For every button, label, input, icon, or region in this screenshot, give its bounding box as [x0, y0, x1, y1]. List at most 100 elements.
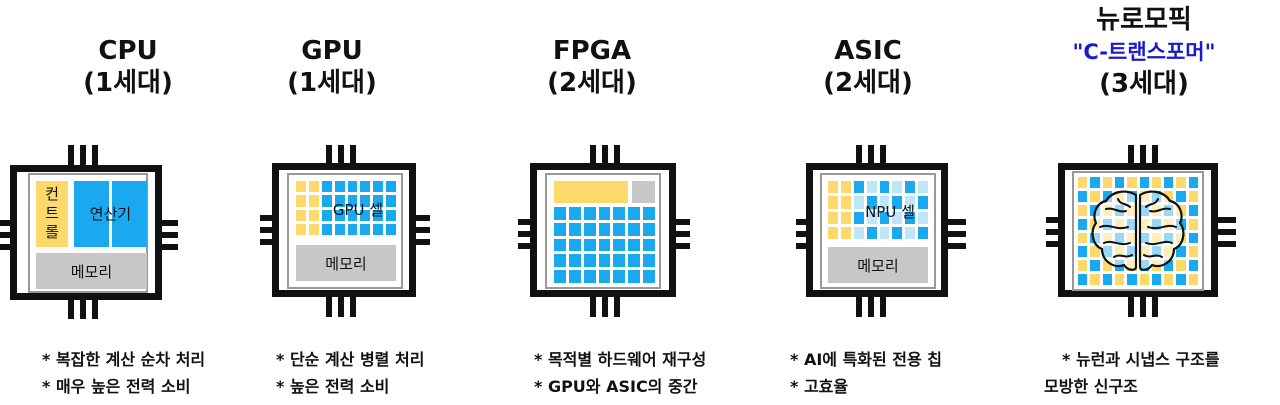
chip-pin: [80, 145, 86, 167]
chip-pin: [1128, 295, 1134, 317]
fpga-description: * 목적별 하드웨어 재구성 * GPU와 ASIC의 중간: [534, 350, 707, 396]
chip-pin: [518, 219, 532, 225]
neuromorphic-chip: [1046, 145, 1236, 320]
gpu-title: GPU (1세대): [287, 36, 377, 98]
chip-pin: [160, 244, 178, 250]
asic-chip: NPU 셀 메모리: [796, 145, 968, 320]
gpu-cell-label: GPU 셀: [332, 201, 384, 219]
alu-block: [112, 181, 147, 247]
alu-label: 연산기: [89, 205, 132, 223]
control-label: 컨 트 롤: [45, 185, 59, 241]
gpu-cell-grid: [296, 181, 396, 235]
chip-pin: [260, 215, 274, 221]
chip-pin: [518, 231, 532, 237]
column-gpu: GPU (1세대) GPU 셀 메모리 * 단순 계산 병렬 처리 * 높은 전…: [256, 0, 512, 405]
chip-pin: [1216, 241, 1236, 247]
chip-pin: [0, 220, 12, 226]
chip-pin: [1152, 295, 1158, 317]
c-transformer-label: "C-트랜스포머": [1072, 40, 1216, 64]
chip-pin: [68, 145, 74, 167]
fpga-cell-grid: [554, 207, 655, 283]
column-fpga: FPGA (2세대) * 목적별 하드웨어 재구성 * GPU와 ASIC의 중…: [512, 0, 768, 405]
chip-pin: [68, 297, 74, 319]
chip-pin: [614, 295, 620, 317]
chip-pin: [260, 239, 274, 245]
asic-description: * AI에 특화된 전용 칩 * 고효율: [790, 350, 943, 396]
chip-pin: [946, 243, 966, 249]
chip-pin: [1216, 229, 1236, 235]
chip-pin: [1140, 295, 1146, 317]
cpu-title: CPU (1세대): [83, 36, 173, 98]
io-block: [632, 181, 655, 203]
memory-label: 메모리: [857, 257, 899, 275]
fpga-chip: [518, 145, 690, 320]
chip-pin: [856, 295, 862, 317]
chip-pin: [590, 295, 596, 317]
chip-pin: [326, 295, 332, 317]
chip-pin: [602, 145, 608, 167]
chip-pin: [1128, 145, 1134, 167]
memory-block: [36, 253, 147, 289]
column-neuromorphic: 뉴로모픽 "C-트랜스포머" (3세대): [1024, 0, 1280, 405]
chip-pin: [1046, 229, 1060, 235]
column-cpu: CPU (1세대) 컨 트 롤 연산기 메모리 * 복잡한 계산 순차 처리 *…: [0, 0, 256, 405]
chip-pin: [92, 297, 98, 319]
chip-pin: [350, 145, 356, 167]
chip-pin: [796, 243, 810, 249]
control-unit: [36, 181, 68, 247]
memory-block: [828, 247, 928, 283]
memory-label: 메모리: [325, 255, 367, 273]
chip-pin: [946, 231, 966, 237]
chip-pin: [0, 232, 12, 238]
neuromorphic-description: * 뉴런과 시냅스 구조를 모방한 신구조: [1044, 350, 1220, 396]
gpu-chip: GPU 셀 메모리: [260, 145, 430, 320]
gpu-description: * 단순 계산 병렬 처리 * 높은 전력 소비: [276, 350, 425, 396]
chip-pin: [518, 243, 532, 249]
chip-pin: [868, 145, 874, 167]
chip-pin: [0, 244, 12, 250]
chip-pin: [880, 145, 886, 167]
chip-pin: [602, 295, 608, 317]
column-asic: ASIC (2세대) NPU 셀 메모리 * AI에 특화된 전용 칩 * 고효…: [768, 0, 1024, 405]
npu-cell-label: NPU 셀: [865, 203, 915, 221]
chip-pin: [856, 145, 862, 167]
chip-pin: [590, 145, 596, 167]
chip-pin: [80, 297, 86, 319]
npu-cell-grid: [828, 181, 928, 239]
cpu-chip: 컨 트 롤 연산기 메모리: [0, 145, 180, 320]
chip-pin: [1216, 217, 1236, 223]
chip-pin: [880, 295, 886, 317]
chip-pin: [1152, 145, 1158, 167]
chip-pin: [414, 227, 430, 233]
chip-pin: [414, 239, 430, 245]
chip-pin: [868, 295, 874, 317]
chip-pin: [160, 232, 178, 238]
chip-pin: [338, 295, 344, 317]
alu-block: [74, 181, 109, 247]
chip-pin: [160, 220, 178, 226]
logic-block: [554, 181, 628, 203]
chip-pin: [674, 219, 690, 225]
chip-pin: [674, 243, 690, 249]
chip-pin: [796, 231, 810, 237]
memory-block: [296, 245, 396, 281]
chip-pin: [1046, 217, 1060, 223]
fpga-title: FPGA (2세대): [547, 36, 637, 98]
chip-pin: [92, 145, 98, 167]
chip-pin: [326, 145, 332, 167]
chip-pin: [1140, 145, 1146, 167]
chip-pin: [338, 145, 344, 167]
memory-label: 메모리: [70, 263, 113, 281]
chip-pin: [614, 145, 620, 167]
cpu-description: * 복잡한 계산 순차 처리 * 매우 높은 전력 소비: [42, 350, 206, 396]
chip-pin: [796, 219, 810, 225]
chip-pin: [946, 219, 966, 225]
asic-title: ASIC (2세대): [823, 36, 913, 98]
neuromorphic-title: 뉴로모픽 "C-트랜스포머" (3세대): [1016, 4, 1272, 100]
chip-pin: [350, 295, 356, 317]
chip-pin: [674, 231, 690, 237]
chip-pin: [414, 215, 430, 221]
chip-pin: [260, 227, 274, 233]
chip-pin: [1046, 241, 1060, 247]
brain-icon: [1091, 190, 1185, 271]
